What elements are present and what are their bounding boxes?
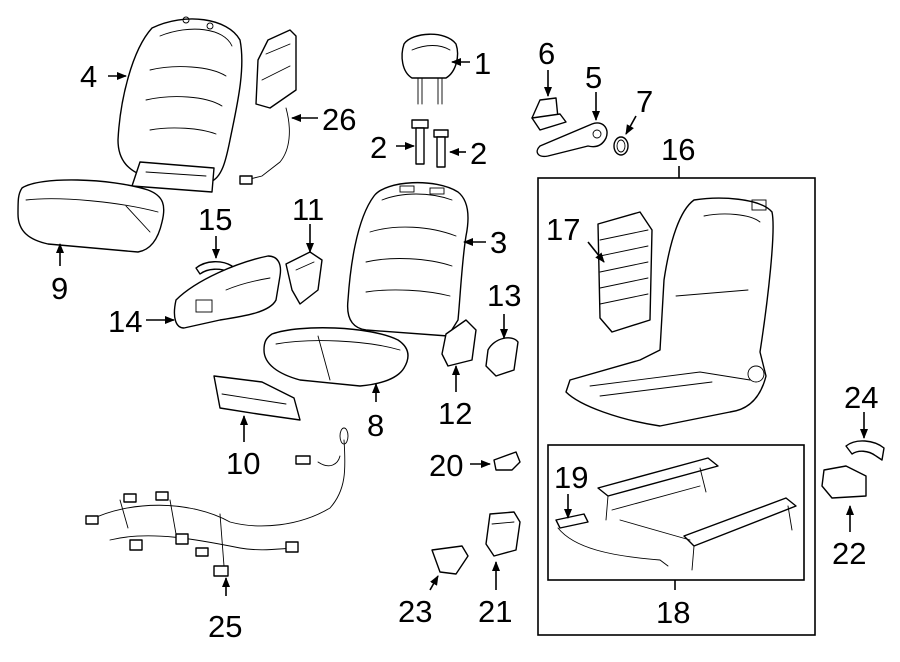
part-13-cover — [485, 337, 519, 377]
part-16-seat-frame — [565, 197, 774, 427]
part-14-side-trim — [173, 255, 282, 329]
part-8-cushion-cover — [263, 327, 409, 387]
part-6-switch — [531, 97, 567, 131]
callout-13: 13 — [487, 278, 521, 313]
callout-labels: 1 2 2 3 4 5 6 7 8 9 10 11 12 13 14 15 16… — [51, 36, 878, 644]
callout-21: 21 — [478, 594, 512, 629]
callout-26: 26 — [322, 102, 356, 137]
callout-6: 6 — [538, 36, 555, 71]
part-26-airbag-harness — [239, 29, 297, 185]
part-11-bracket — [285, 251, 323, 305]
part-2-headrest-guides — [411, 119, 449, 168]
part-12-bracket — [441, 319, 477, 367]
callout-24: 24 — [844, 380, 878, 415]
callout-22: 22 — [832, 536, 866, 571]
callout-11: 11 — [292, 192, 324, 227]
callout-9: 9 — [51, 271, 68, 306]
part-19-bar — [555, 513, 669, 567]
part-5-recliner-handle — [536, 122, 608, 158]
callout-2b: 2 — [470, 136, 487, 171]
part-21-latch — [485, 511, 521, 557]
part-10-trim-panel — [213, 375, 301, 421]
part-18-seat-tracks — [597, 457, 797, 571]
part-20-knob — [493, 451, 521, 471]
callout-2a: 2 — [370, 130, 387, 165]
callout-15: 15 — [198, 202, 232, 237]
callout-23: 23 — [398, 594, 432, 629]
callout-3: 3 — [490, 225, 507, 260]
callout-5: 5 — [585, 60, 602, 95]
part-23-bezel — [431, 545, 469, 575]
callout-10: 10 — [226, 446, 260, 481]
callout-19: 19 — [554, 460, 588, 495]
callout-25: 25 — [208, 609, 242, 644]
part-16-group-box — [537, 177, 816, 636]
callout-12: 12 — [438, 396, 472, 431]
callout-8: 8 — [367, 408, 384, 443]
part-24-clip — [845, 440, 885, 461]
part-3-seatback-pad — [346, 182, 469, 337]
part-4-seatback-cover — [117, 16, 243, 193]
part-18-group-box — [547, 444, 805, 581]
part-17-lumbar — [597, 211, 653, 333]
part-25-wiring-harness — [85, 427, 349, 577]
callout-20: 20 — [429, 448, 463, 483]
callout-7: 7 — [636, 84, 653, 119]
part-1-headrest — [401, 33, 459, 105]
part-7-ring — [613, 136, 629, 156]
callout-1: 1 — [474, 46, 491, 81]
callout-16: 16 — [661, 132, 695, 167]
part-22-cover — [821, 465, 867, 499]
leader-lines — [56, 58, 868, 596]
part-9-cushion-pad — [17, 179, 165, 253]
callout-17: 17 — [546, 212, 580, 247]
callout-18: 18 — [656, 595, 690, 630]
callout-14: 14 — [108, 304, 142, 339]
callout-4: 4 — [80, 59, 97, 94]
